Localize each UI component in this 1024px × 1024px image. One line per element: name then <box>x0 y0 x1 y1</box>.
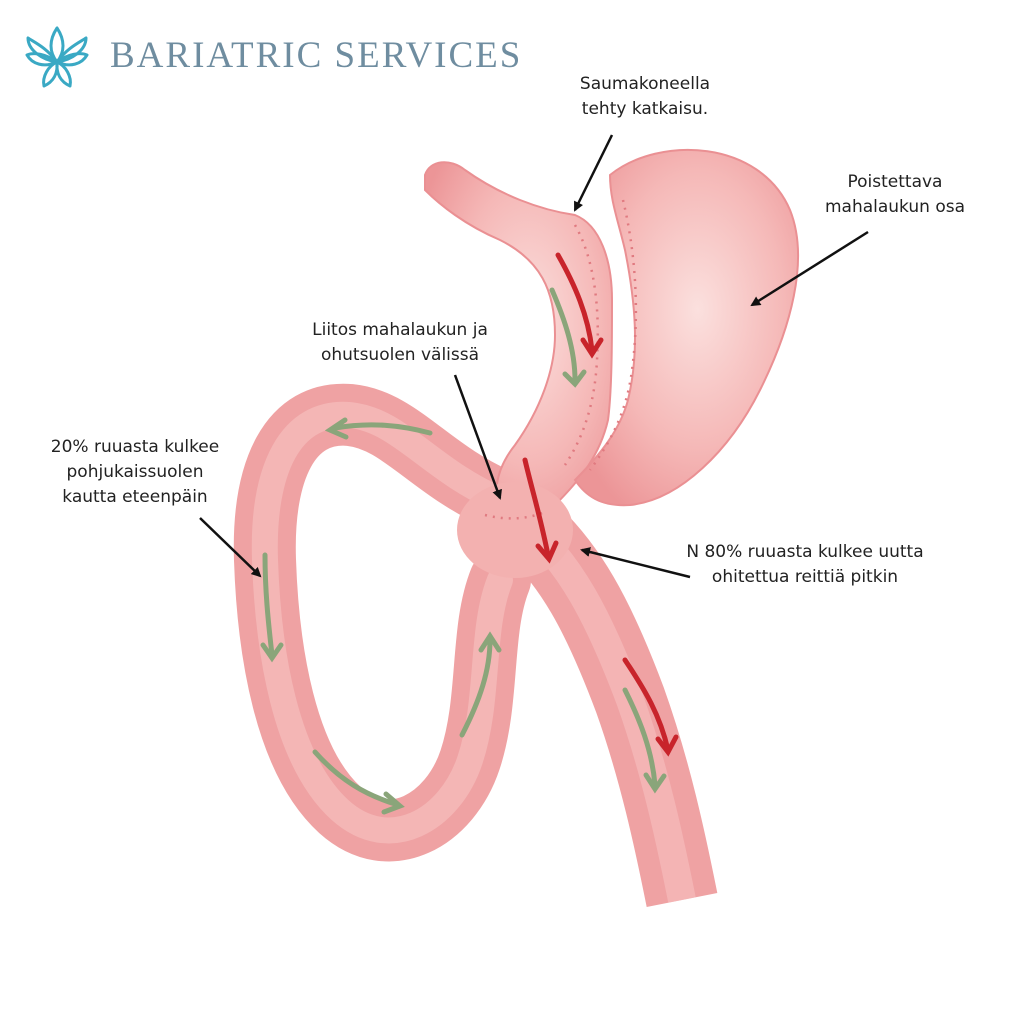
brand-logo <box>22 22 92 90</box>
anastomosis-junction <box>457 482 573 578</box>
removed-stomach <box>573 149 800 507</box>
pointer-staple <box>573 134 614 212</box>
label-staple-line: Saumakoneella tehty katkaisu. <box>579 74 711 119</box>
brand-name: BARIATRIC SERVICES <box>110 35 523 76</box>
red-flow-arrows <box>522 252 679 757</box>
label-duodenum-path: 20% ruuasta kulkee pohjukaissuolen kautt… <box>50 437 220 507</box>
lotus-flower-icon <box>25 26 89 88</box>
pointer-lines <box>199 134 869 579</box>
pointer-bypass <box>580 547 691 579</box>
pointer-duodenum <box>199 517 262 578</box>
label-removed-stomach: Poistettava mahalaukun osa <box>824 172 966 217</box>
green-flow-arrows <box>260 287 667 815</box>
label-anastomosis: Liitos mahalaukun ja ohutsuolen välissä <box>312 320 488 365</box>
pointer-anastomosis <box>453 374 502 500</box>
pointer-removed <box>750 230 869 307</box>
label-bypass-path: N 80% ruuasta kulkee uutta ohitettua rei… <box>686 542 924 587</box>
